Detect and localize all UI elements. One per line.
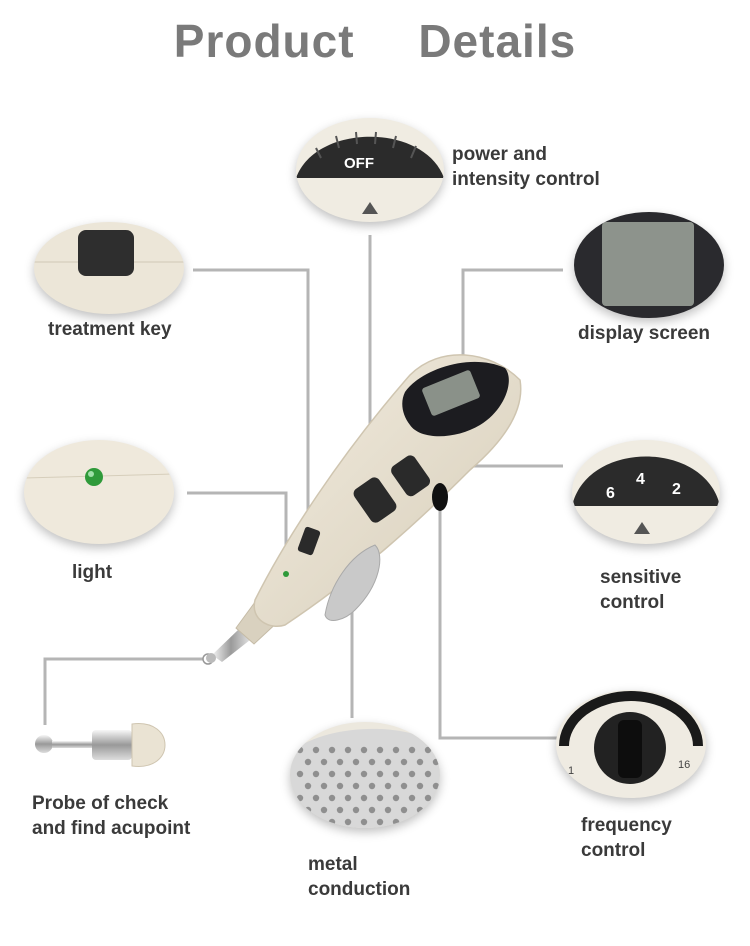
metal-dimple — [320, 806, 328, 814]
metal-dimple — [312, 770, 320, 778]
metal-dimple — [384, 782, 392, 790]
metal-dimple — [304, 758, 312, 766]
metal-dimple — [416, 758, 424, 766]
metal-dimple — [360, 794, 368, 802]
sensitive-2: 2 — [672, 481, 681, 498]
metal-dimple — [296, 746, 304, 754]
metal-dimple — [432, 782, 440, 790]
metal-dimple — [400, 782, 408, 790]
metal-dimple — [312, 794, 320, 802]
label-metal-conduction: metal conduction — [308, 854, 411, 900]
metal-dimple — [304, 782, 312, 790]
sensitive-dial-closeup: 6 4 2 — [572, 440, 720, 544]
metal-dimple — [424, 794, 432, 802]
metal-dimple — [360, 818, 368, 826]
metal-dimple — [392, 794, 400, 802]
light-closeup — [24, 440, 174, 544]
display-screen — [422, 370, 480, 416]
metal-conduction-closeup — [290, 722, 440, 828]
metal-dimple — [320, 758, 328, 766]
metal-dimple — [400, 758, 408, 766]
label-display-screen: display screen — [578, 323, 711, 344]
metal-dimple — [408, 746, 416, 754]
sensitive-6: 6 — [606, 485, 615, 502]
metal-dimple — [392, 770, 400, 778]
metal-dimple — [384, 758, 392, 766]
metal-dimple — [328, 794, 336, 802]
metal-dimple — [352, 806, 360, 814]
metal-dimple — [368, 758, 376, 766]
frequency-knob-closeup: 1 16 — [556, 690, 706, 798]
sensitive-dial — [391, 455, 431, 497]
label-probe: Probe of check and find acupoint — [32, 793, 191, 839]
treatment-key-button — [297, 526, 321, 556]
label-light: light — [72, 562, 113, 583]
sensitive-4: 4 — [636, 471, 645, 488]
off-label: OFF — [344, 155, 374, 172]
metal-dimple — [376, 794, 384, 802]
metal-dimple — [392, 746, 400, 754]
metal-dimple — [424, 770, 432, 778]
metal-dimple — [376, 818, 384, 826]
treatment-key-closeup — [34, 222, 184, 314]
metal-dimple — [296, 794, 304, 802]
frequency-1: 1 — [568, 765, 574, 777]
probe-closeup — [26, 708, 176, 778]
metal-dimple — [400, 806, 408, 814]
metal-dimple — [336, 758, 344, 766]
power-dial-closeup: OFF — [296, 118, 444, 222]
metal-dimple — [344, 794, 352, 802]
metal-dimple — [424, 746, 432, 754]
leader-line-display — [461, 268, 563, 380]
metal-dimple — [352, 758, 360, 766]
metal-dimple — [328, 746, 336, 754]
metal-dimple — [416, 782, 424, 790]
metal-dimple — [408, 770, 416, 778]
metal-dimple — [344, 770, 352, 778]
metal-dimple — [296, 770, 304, 778]
metal-dimple — [344, 818, 352, 826]
metal-dimple — [328, 770, 336, 778]
metal-dimple — [384, 806, 392, 814]
metal-dimple — [408, 794, 416, 802]
page-title: Product Details — [173, 15, 577, 67]
label-treatment-key: treatment key — [48, 319, 172, 340]
metal-dimple — [336, 806, 344, 814]
metal-dimple — [376, 746, 384, 754]
frequency-16: 16 — [678, 759, 690, 771]
metal-dimple — [376, 770, 384, 778]
power-dial — [353, 477, 397, 523]
metal-dimple — [368, 782, 376, 790]
display-screen-closeup — [574, 212, 724, 318]
metal-dimple — [360, 746, 368, 754]
metal-dimple — [352, 782, 360, 790]
leader-line-probe — [43, 657, 208, 725]
label-frequency-control: frequency control — [581, 815, 672, 861]
probe-ball — [206, 653, 216, 663]
label-sensitive-control: sensitive control — [600, 567, 682, 613]
leader-line-treatment-key — [193, 268, 310, 527]
metal-dimple — [360, 770, 368, 778]
metal-dimple — [320, 782, 328, 790]
probe-tip — [212, 630, 250, 662]
metal-pad — [324, 544, 381, 621]
led-light — [283, 571, 289, 577]
leader-line-frequency — [438, 495, 563, 740]
metal-dimple — [368, 806, 376, 814]
metal-dimple — [312, 746, 320, 754]
metal-dimple — [336, 782, 344, 790]
label-power-intensity: power and intensity control — [452, 144, 600, 190]
frequency-knob — [432, 483, 448, 511]
metal-dimple — [344, 746, 352, 754]
